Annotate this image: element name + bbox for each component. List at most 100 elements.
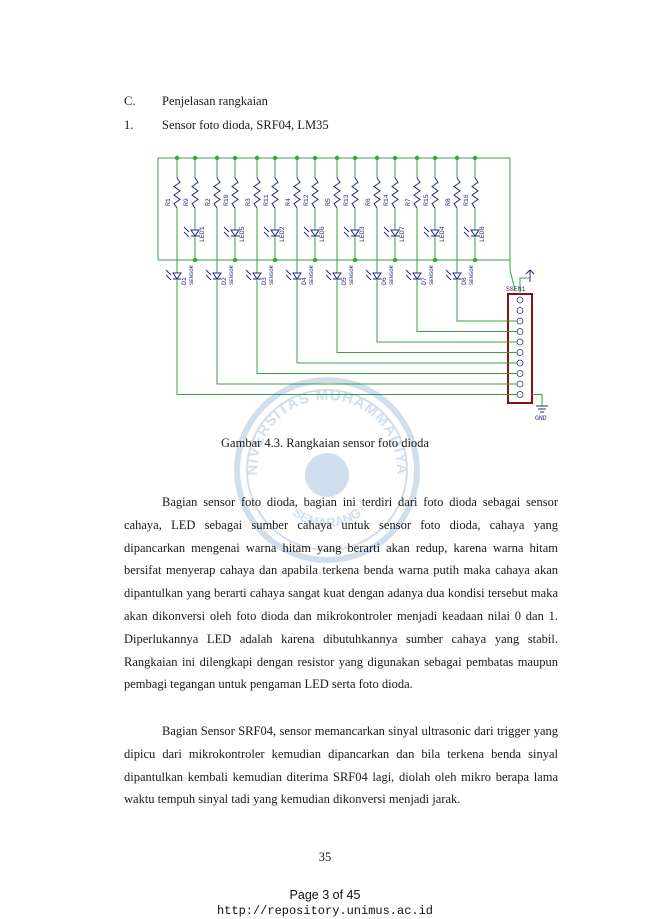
light-arrow <box>245 274 252 281</box>
led <box>230 229 240 237</box>
resistor <box>391 177 399 209</box>
vcc-symbol <box>529 269 535 275</box>
led <box>390 229 400 237</box>
light-arrow <box>463 226 470 233</box>
photodiode-label: D1 <box>181 277 188 285</box>
light-arrow <box>263 231 270 238</box>
paragraph-text: Bagian Sensor SRF04, sensor memancarkan … <box>124 724 558 807</box>
light-arrow <box>365 274 372 281</box>
led-label: LED1 <box>199 226 206 242</box>
light-arrow <box>263 226 270 233</box>
resistor <box>173 177 181 209</box>
light-arrow <box>183 226 190 233</box>
led-label: LED2 <box>279 226 286 242</box>
wire <box>176 290 517 395</box>
resistor <box>271 177 279 209</box>
light-arrow <box>183 231 190 238</box>
wire <box>509 269 516 291</box>
sensor-label: SENSOR <box>188 264 195 285</box>
light-arrow <box>223 231 230 238</box>
resistor <box>293 177 301 209</box>
wire <box>256 290 517 374</box>
light-arrow <box>285 274 292 281</box>
light-arrow <box>303 231 310 238</box>
photodiode-label: D3 <box>261 277 268 285</box>
resistor-label: R7 <box>405 198 412 206</box>
resistor-label: R6 <box>365 198 372 206</box>
resistor-label: R5 <box>325 198 332 206</box>
vcc-symbol <box>525 269 531 275</box>
light-arrow <box>325 269 332 276</box>
photodiode-label: D6 <box>381 277 388 285</box>
led <box>270 229 280 237</box>
footer-url[interactable]: http://repository.unimus.ac.id <box>216 904 434 918</box>
light-arrow <box>383 231 390 238</box>
resistor <box>453 177 461 209</box>
light-arrow <box>165 269 172 276</box>
resistor-label: R16 <box>463 194 470 206</box>
resistor-label: R12 <box>303 194 310 206</box>
sensor-label: SENSOR <box>268 264 275 285</box>
body-paragraph: Bagian sensor foto dioda, bagian ini ter… <box>124 491 558 696</box>
light-arrow <box>343 226 350 233</box>
led-label: LED5 <box>239 226 246 242</box>
light-arrow <box>383 226 390 233</box>
wire <box>336 290 517 353</box>
resistor-label: R4 <box>285 198 292 206</box>
connector-pin <box>516 370 524 377</box>
light-arrow <box>303 226 310 233</box>
resistor <box>413 177 421 209</box>
light-arrow <box>423 226 430 233</box>
sensor-label: SENSOR <box>388 264 395 285</box>
light-arrow <box>445 274 452 281</box>
connector-pin <box>516 349 524 356</box>
resistor-label: R10 <box>223 194 230 206</box>
connector-pin <box>516 380 524 388</box>
resistor-label: R13 <box>343 194 350 206</box>
led <box>430 229 440 237</box>
wire <box>376 290 517 343</box>
wire <box>456 290 517 322</box>
connector-pin <box>516 391 524 398</box>
sensor-label: SENSOR <box>468 264 475 285</box>
photodiode <box>332 272 342 280</box>
connector-pin <box>516 338 524 346</box>
photodiode <box>372 272 382 280</box>
resistor <box>333 177 341 209</box>
light-arrow <box>325 274 332 281</box>
paragraph-text: Bagian sensor foto dioda, bagian ini ter… <box>124 495 558 692</box>
wire <box>296 290 517 364</box>
body-paragraph: Bagian Sensor SRF04, sensor memancarkan … <box>124 720 558 811</box>
wire <box>532 394 543 406</box>
led-label: LED7 <box>399 226 406 242</box>
led-label: LED8 <box>479 226 486 242</box>
resistor <box>213 177 221 209</box>
light-arrow <box>445 269 452 276</box>
led <box>470 229 480 237</box>
led <box>350 229 360 237</box>
resistor-label: R14 <box>383 194 390 206</box>
photodiode <box>292 272 302 280</box>
connector-pin <box>516 317 524 325</box>
photodiode-label: D8 <box>461 277 468 285</box>
sensor-label: SENSOR <box>428 264 435 285</box>
resistor-label: R15 <box>423 194 430 206</box>
resistor <box>231 177 239 209</box>
photodiode <box>252 272 262 280</box>
light-arrow <box>423 231 430 238</box>
photodiode-label: D4 <box>301 277 308 285</box>
resistor <box>471 177 479 209</box>
ground-label: GND <box>535 415 547 422</box>
subsection-title: Sensor foto dioda, SRF04, LM35 <box>162 118 329 132</box>
resistor-label: R11 <box>263 194 270 206</box>
photodiode <box>212 272 222 280</box>
light-arrow <box>245 269 252 276</box>
light-arrow <box>165 274 172 281</box>
connector-pin <box>516 328 524 335</box>
wire <box>519 277 530 294</box>
light-arrow <box>223 226 230 233</box>
light-arrow <box>365 269 372 276</box>
resistor <box>311 177 319 209</box>
